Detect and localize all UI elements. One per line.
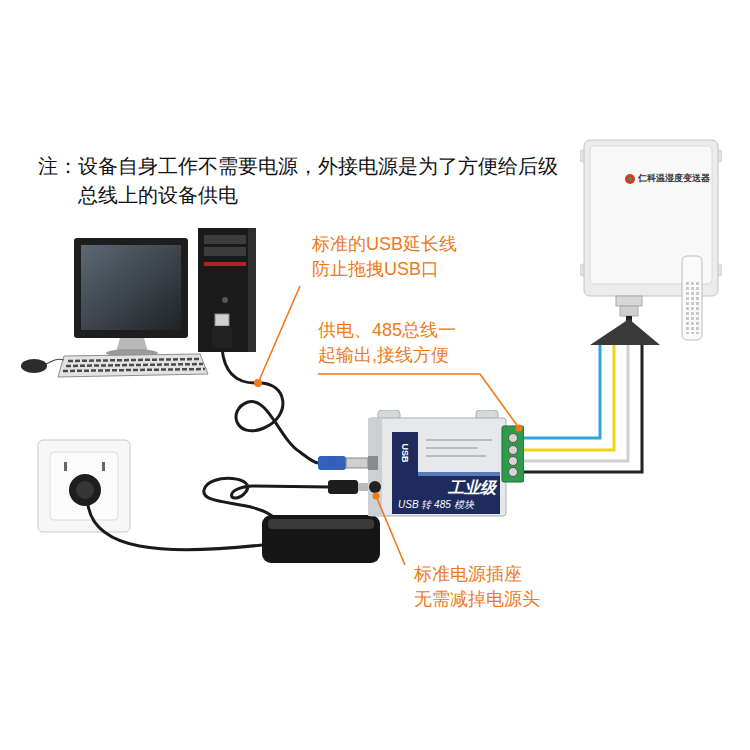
outlet-plate <box>38 440 130 532</box>
monitor-frame <box>74 238 188 338</box>
tower-side <box>248 228 256 352</box>
leader-dot <box>373 493 380 500</box>
front-panel <box>392 432 500 514</box>
leader-line <box>258 286 300 383</box>
power-adapter <box>88 478 380 563</box>
note-text: 注：设备自身工作不需要电源，外接电源是为了方便给后级 总线上的设备供电 <box>0 152 588 210</box>
signal-wire <box>524 345 614 450</box>
logo-center <box>628 177 632 181</box>
drive-bay <box>204 247 246 256</box>
usb-connector <box>318 456 346 470</box>
panel-print <box>426 440 492 456</box>
pc-tower <box>198 228 256 352</box>
dc-plug <box>328 480 358 494</box>
usb-connector-metal <box>346 458 368 468</box>
callout-text: 供电、485总线一 起输出,接线方便 <box>318 318 473 368</box>
power-plug-center <box>76 481 94 499</box>
usb-plug-body <box>212 326 232 348</box>
adapter-highlight <box>268 519 374 529</box>
outlet-face <box>50 452 118 520</box>
logo <box>625 174 635 184</box>
probe <box>682 256 702 340</box>
sensor-illustration <box>580 136 722 345</box>
module-case <box>368 418 506 516</box>
port-label: USB <box>400 443 411 462</box>
leader-dot <box>516 425 523 432</box>
callout-text: 标准电源插座 无需减掉电源头 <box>414 562 559 612</box>
usb-cord <box>222 348 318 463</box>
keyboard-keys <box>63 359 205 371</box>
callout-text: 标准的USB延长线 防止拖拽USB口 <box>312 232 477 282</box>
device-name: 仁科温湿度变送器 <box>638 173 710 184</box>
cable-split <box>590 319 660 345</box>
usb-plug-metal <box>215 314 229 326</box>
signal-wire <box>524 345 600 438</box>
drive-bay <box>204 235 246 244</box>
power-plug <box>69 474 101 506</box>
module-side <box>368 418 382 516</box>
keyboard <box>58 354 208 377</box>
leader-dot <box>254 379 262 387</box>
mouse-cord <box>46 359 64 364</box>
outlet-hole <box>64 462 67 471</box>
tower-stripe <box>204 262 246 266</box>
power-button <box>222 297 228 303</box>
terminal-screws <box>509 434 518 477</box>
leader-line <box>385 517 405 565</box>
cable-gland-nut <box>620 306 638 316</box>
dc-plug-tip <box>358 483 368 491</box>
mains-cord <box>88 505 262 550</box>
signal-wire <box>524 345 628 461</box>
signal-wire <box>524 345 642 472</box>
adapter-brick <box>262 515 380 563</box>
leader-lines <box>258 286 506 565</box>
converter-module: USB 工业级 USB 转 485 模块 <box>368 410 524 517</box>
terminal-block <box>502 426 524 482</box>
panel-stripe <box>418 472 500 476</box>
computer <box>21 228 256 377</box>
usb-port <box>368 456 378 470</box>
leader-line <box>318 374 506 410</box>
sensor-transmitter: 仁科温湿度变送器 <box>580 136 722 345</box>
probe-vents <box>685 282 699 334</box>
dc-jack <box>369 481 381 493</box>
dc-cord <box>204 478 330 516</box>
mouse <box>21 359 47 373</box>
wall-outlet <box>38 440 130 532</box>
outlet-hole <box>102 462 105 471</box>
cable-gland <box>616 296 642 306</box>
grade-label: 工业级 <box>448 478 496 497</box>
module-name: USB 转 485 模块 <box>398 499 474 511</box>
monitor-screen <box>81 245 181 330</box>
